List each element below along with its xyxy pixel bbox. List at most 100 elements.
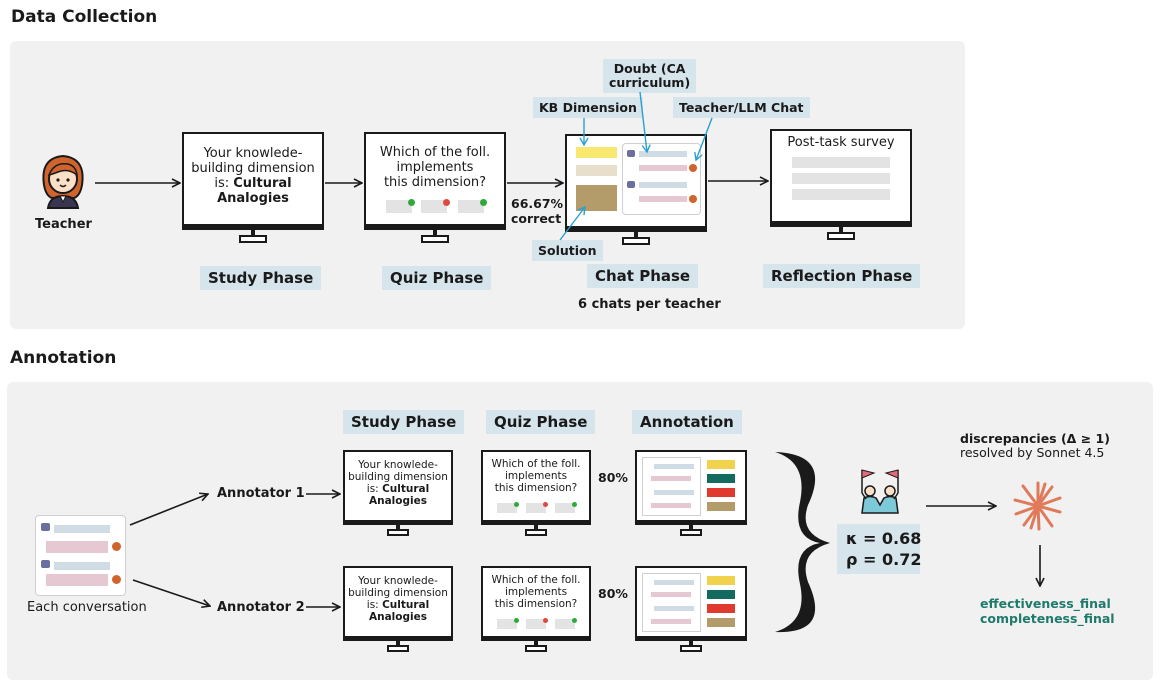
rho-value: ρ = 0.72 bbox=[846, 550, 922, 569]
llm-bubble bbox=[654, 490, 694, 495]
rating-bar bbox=[707, 576, 735, 585]
annot1-score: 80% bbox=[598, 470, 628, 485]
study-phase-label: Study Phase bbox=[200, 266, 322, 290]
survey-field-2 bbox=[792, 173, 890, 184]
survey-field-1 bbox=[792, 157, 890, 168]
quiz-option-1 bbox=[497, 503, 517, 513]
study-phase-monitor: Your knowlede- building dimension is: Cu… bbox=[182, 132, 324, 244]
correct-icon bbox=[480, 199, 487, 206]
teacher-icon bbox=[112, 542, 121, 551]
discrepancies-text: discrepancies (Δ ≥ 1) bbox=[960, 431, 1110, 446]
study-bold-1: Cultural bbox=[382, 483, 430, 495]
quiz-line3: this dimension? bbox=[494, 482, 578, 494]
teacher-icon bbox=[689, 164, 697, 172]
robot-icon bbox=[627, 181, 635, 188]
annot1-study-monitor: Your knowlede- building dimension is: Cu… bbox=[343, 450, 453, 536]
reflection-phase-label: Reflection Phase bbox=[763, 264, 921, 288]
annot2-study-monitor: Your knowlede- building dimension is: Cu… bbox=[343, 566, 453, 652]
rating-bar bbox=[707, 604, 735, 613]
quiz-line2: implements bbox=[504, 586, 568, 598]
teacher-bubble bbox=[651, 476, 691, 481]
quiz-option-1 bbox=[497, 619, 517, 629]
study-line1: Your knowlede- bbox=[358, 459, 438, 471]
correct-icon bbox=[514, 618, 519, 623]
quiz-phase-label: Quiz Phase bbox=[382, 266, 492, 290]
llm-bubble bbox=[654, 606, 694, 611]
study-line3: is: bbox=[366, 483, 379, 495]
score-value: 66.67% bbox=[511, 196, 564, 211]
study-line1: Your knowlede- bbox=[203, 146, 303, 161]
teacher-bubble bbox=[46, 574, 108, 586]
rating-bar bbox=[707, 460, 735, 469]
annot1-quiz-monitor: Which of the foll. implements this dimen… bbox=[481, 450, 591, 536]
llm-bubble bbox=[654, 464, 694, 469]
mini-chat bbox=[642, 573, 701, 632]
score-label: correct bbox=[511, 211, 562, 226]
kb-dimension-block bbox=[576, 147, 617, 158]
teacher-icon bbox=[112, 575, 121, 584]
quiz-line1: Which of the foll. bbox=[491, 574, 581, 586]
chat-window bbox=[622, 143, 701, 215]
survey-field-3 bbox=[792, 189, 890, 200]
annot-study-header: Study Phase bbox=[343, 410, 465, 434]
study-line2: building dimension bbox=[348, 587, 448, 599]
study-bold-1: Cultural bbox=[382, 599, 430, 611]
annotation-title: Annotation bbox=[10, 348, 117, 368]
conversation-card bbox=[35, 515, 126, 596]
correct-icon bbox=[572, 502, 577, 507]
study-bold-2: Analogies bbox=[369, 611, 427, 623]
teacher-bubble bbox=[651, 592, 691, 597]
teacher-avatar-icon bbox=[34, 150, 92, 210]
rating-bar bbox=[707, 474, 735, 483]
study-bold-1: Cultural bbox=[233, 176, 292, 191]
annot2-score: 80% bbox=[598, 586, 628, 601]
quiz-option-1 bbox=[386, 200, 412, 213]
robot-icon bbox=[41, 523, 50, 531]
annot2-quiz-monitor: Which of the foll. implements this dimen… bbox=[481, 566, 591, 652]
quiz-line3: this dimension? bbox=[383, 175, 487, 190]
quiz-line3: this dimension? bbox=[494, 598, 578, 610]
study-line1: Your knowlede- bbox=[358, 575, 438, 587]
callout-teacher-llm-chat: Teacher/LLM Chat bbox=[673, 97, 810, 118]
annot2-annotation-monitor bbox=[635, 566, 747, 652]
quiz-option-3 bbox=[555, 619, 575, 629]
study-line3: is: bbox=[214, 176, 230, 191]
chat-phase-label: Chat Phase bbox=[587, 264, 699, 288]
llm-bubble bbox=[654, 580, 694, 585]
callout-kb-dimension: KB Dimension bbox=[533, 97, 643, 118]
chats-note: 6 chats per teacher bbox=[578, 297, 721, 312]
annotator-2-label: Annotator 2 bbox=[217, 600, 305, 615]
callout-solution: Solution bbox=[532, 240, 603, 261]
study-bold-2: Analogies bbox=[369, 495, 427, 507]
robot-icon bbox=[41, 560, 50, 568]
annot1-annotation-monitor bbox=[635, 450, 747, 536]
quiz-option-2 bbox=[421, 200, 447, 213]
rating-bar bbox=[707, 618, 735, 627]
correct-icon bbox=[572, 618, 577, 623]
solution-block bbox=[576, 185, 617, 211]
quiz-option-3 bbox=[555, 503, 575, 513]
quiz-line1: Which of the foll. bbox=[491, 458, 581, 470]
llm-bubble bbox=[639, 182, 687, 188]
llm-bubble bbox=[54, 562, 110, 570]
annotator-1-label: Annotator 1 bbox=[217, 486, 305, 501]
quiz-option-3 bbox=[458, 200, 484, 213]
conversation-label: Each conversation bbox=[27, 600, 147, 615]
correct-icon bbox=[408, 199, 415, 206]
doubt-block bbox=[576, 165, 617, 176]
survey-title: Post-task survey bbox=[787, 135, 895, 150]
rating-bar bbox=[707, 488, 735, 497]
data-collection-title: Data Collection bbox=[11, 7, 158, 27]
teacher-bubble bbox=[639, 165, 687, 171]
quiz-line2: implements bbox=[396, 160, 474, 175]
wrong-icon bbox=[443, 199, 450, 206]
resolved-text: resolved by Sonnet 4.5 bbox=[960, 445, 1105, 460]
mini-chat bbox=[642, 457, 701, 516]
annot-annotation-header: Annotation bbox=[632, 410, 742, 434]
teacher-icon bbox=[689, 195, 697, 203]
quiz-option-2 bbox=[526, 619, 546, 629]
annot-quiz-header: Quiz Phase bbox=[486, 410, 596, 434]
teacher-bubble bbox=[651, 503, 691, 508]
quiz-line1: Which of the foll. bbox=[379, 145, 491, 160]
